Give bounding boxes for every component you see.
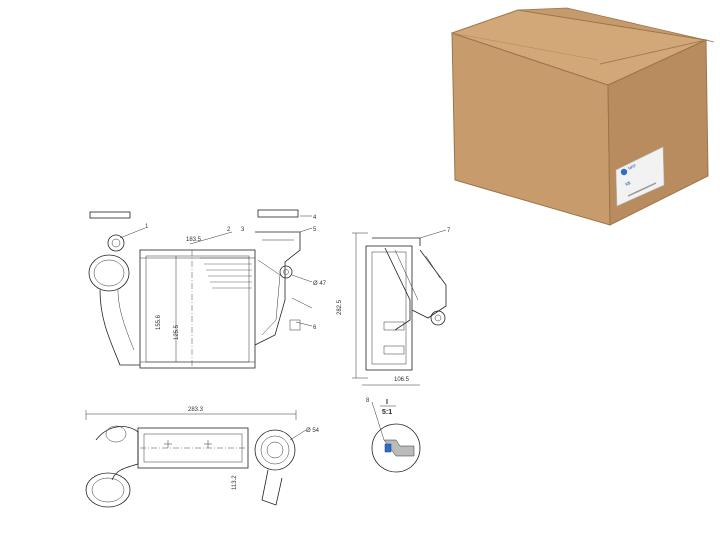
dim-core: 125.5 — [174, 324, 180, 340]
detail-callout: 8 — [366, 398, 370, 404]
callout-4: 4 — [313, 215, 317, 221]
callout-3: 3 — [241, 227, 245, 233]
dim-port: Ø 47 — [313, 281, 327, 287]
drawing-bottom-view: 283.3 Ø 54 113.2 — [85, 407, 320, 508]
dim-side-depth: 106.5 — [394, 377, 410, 383]
callout-2: 2 — [227, 227, 231, 233]
box-label-brand: NRF — [627, 163, 637, 171]
dim-side-height: 282.5 — [337, 299, 343, 315]
detail-scale: 5:1 — [382, 409, 392, 416]
drawing-detail-view: I 5:1 8 — [366, 398, 421, 473]
box-label: NRF VS — [615, 146, 665, 207]
brand-logo-icon — [620, 168, 628, 176]
dim-height: 155.6 — [156, 314, 162, 330]
drawing-side-view: 282.5 106.5 7 — [337, 228, 451, 386]
dim-bottom-length: 283.3 — [188, 407, 204, 413]
drawing-front-view: 1 2 3 4 5 6 183.5 155.6 125.5 Ø 47 — [88, 209, 327, 369]
cardboard-box: NRF VS — [450, 7, 715, 226]
dim-bottom-port: Ø 54 — [306, 428, 320, 434]
callout-5: 5 — [313, 227, 317, 233]
dim-width: 183.5 — [186, 237, 202, 243]
callout-7: 7 — [447, 228, 451, 234]
dim-bottom-side: 113.2 — [232, 475, 238, 490]
box-label-code: VS — [624, 180, 631, 187]
callout-6: 6 — [313, 325, 317, 331]
detail-name: I — [386, 399, 388, 406]
callout-1: 1 — [145, 224, 149, 230]
